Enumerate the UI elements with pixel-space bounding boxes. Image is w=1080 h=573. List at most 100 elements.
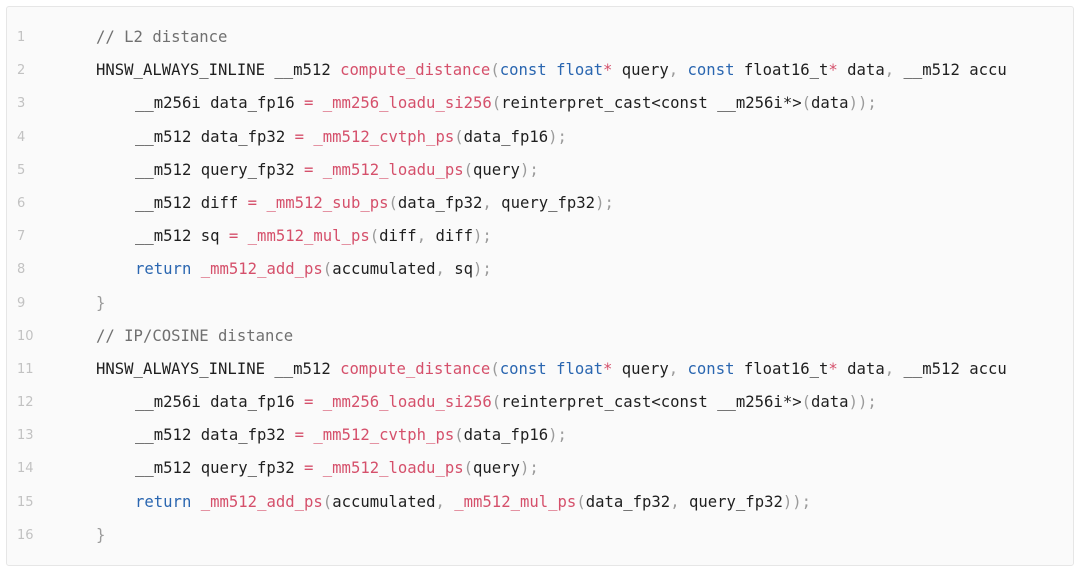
code-token-punct: , [435,492,445,511]
code-token-comment: // L2 distance [96,28,228,46]
code-token-plain [445,493,454,511]
code-token-operator: = [304,393,314,412]
code-token-plain [191,260,200,278]
code-token-plain [191,493,200,511]
code-token-keyword: const [687,359,735,378]
code-line: 7 __m512 sq = _mm512_mul_ps(diff, diff); [7,220,1073,253]
code-token-function: _mm256_loadu_si256 [322,94,492,113]
code-token-punct: ( [454,127,464,146]
code-text: } [96,519,105,552]
code-token-plain: data [837,61,885,80]
code-token-punct: ( [801,393,811,412]
code-token-punct: , [668,61,679,80]
code-line: 1 // L2 distance [7,21,1073,54]
code-line: 3 __m256i data_fp16 = _mm256_loadu_si256(… [7,87,1073,120]
code-token-punct: ( [463,459,473,478]
code-text: // L2 distance [96,21,227,54]
code-token-plain: reinterpret_cast<const __m256i*> [501,94,802,113]
code-token-plain: diff [426,227,474,246]
code-text: __m512 data_fp32 = _mm512_cvtph_ps(data_… [135,121,567,154]
code-token-plain: query [612,359,669,378]
code-token-function: _mm512_mul_ps [247,227,370,246]
line-number: 7 [17,229,26,245]
code-token-punct: , [670,492,680,511]
code-line: 9} [7,287,1073,320]
code-text: return _mm512_add_ps(accumulated, _mm512… [135,486,811,519]
code-line: 6__m512 diff = _mm512_sub_ps(data_fp32, … [7,187,1073,220]
code-token-plain: accumulated [332,260,436,279]
code-line: 8 return _mm512_add_ps(accumulated, sq); [7,253,1073,286]
code-token-plain [313,161,322,179]
line-number: 11 [17,361,34,377]
code-line: 13__m512 data_fp32 = _mm512_cvtph_ps(dat… [7,419,1073,452]
code-token-punct: ( [801,94,811,113]
code-token-keyword: return [135,260,192,279]
code-token-punct: , [884,61,895,80]
code-token-keyword: const [499,61,547,80]
code-token-plain: __m512 accu [894,359,1007,378]
code-token-function: compute_distance [340,359,491,378]
code-line: 16} [7,519,1073,552]
code-token-function: _mm512_add_ps [200,492,323,511]
code-token-punct: ); [548,426,567,445]
code-token-keyword: const [499,359,547,378]
code-token-plain: query [473,160,520,179]
code-token-punct: ( [490,359,500,378]
code-text: // IP/COSINE distance [96,320,293,353]
code-line: 4__m512 data_fp32 = _mm512_cvtph_ps(data… [7,121,1073,154]
code-token-keyword: return [135,492,192,511]
code-token-punct: , [435,260,445,279]
code-token-plain [304,128,313,146]
code-token-keyword: float [556,61,604,80]
code-token-punct: )); [848,94,877,113]
code-token-function: _mm512_loadu_ps [322,459,464,478]
code-text: return _mm512_add_ps(accumulated, sq); [135,253,492,286]
code-token-plain: query_fp32 [679,492,783,511]
code-token-keyword: const [687,61,735,80]
code-token-punct: ( [388,193,398,212]
code-token-punct: } [96,293,106,312]
code-token-plain: data [811,393,849,412]
code-token-punct: ( [463,160,473,179]
line-number: 12 [17,395,34,411]
code-token-plain [678,61,687,79]
code-token-function: _mm512_cvtph_ps [313,426,455,445]
code-text: } [96,287,105,320]
code-token-plain: __m256i data_fp16 [135,393,304,412]
code-token-plain: __m512 data_fp32 [135,426,295,445]
line-number: 16 [17,527,34,543]
line-number: 5 [17,162,26,178]
code-token-punct: , [416,227,427,246]
code-text: __m512 query_fp32 = _mm512_loadu_ps(quer… [135,154,539,187]
line-number: 3 [17,96,26,112]
code-text: __m512 diff = _mm512_sub_ps(data_fp32, q… [135,187,614,220]
code-token-plain [678,360,687,378]
line-number: 14 [17,461,34,477]
code-token-punct: ( [322,260,333,279]
code-line: 5 __m512 query_fp32 = _mm512_loadu_ps(que… [7,154,1073,187]
code-token-punct: ( [490,61,500,80]
line-number: 1 [17,30,26,45]
code-token-plain: data [837,359,885,378]
code-text: __m256i data_fp16 = _mm256_loadu_si256(r… [135,87,877,120]
code-token-plain: float16_t [734,359,829,378]
code-text: __m512 sq = _mm512_mul_ps(diff, diff); [135,220,492,253]
code-token-punct: } [96,525,106,544]
code-token-punct: ( [576,492,586,511]
code-token-operator: = [247,193,258,212]
code-text: __m256i data_fp16 = _mm256_loadu_si256(r… [135,386,877,419]
code-token-operator: = [304,459,314,478]
line-number: 8 [17,262,26,278]
code-token-punct: ( [491,393,502,412]
code-token-punct: ( [454,426,464,445]
code-text: __m512 query_fp32 = _mm512_loadu_ps(quer… [135,452,539,485]
code-token-punct: ); [519,160,539,179]
code-token-punct: ( [491,94,502,113]
code-token-plain: query [612,61,669,80]
code-token-plain: query [473,459,520,478]
code-token-operator: * [828,359,838,378]
